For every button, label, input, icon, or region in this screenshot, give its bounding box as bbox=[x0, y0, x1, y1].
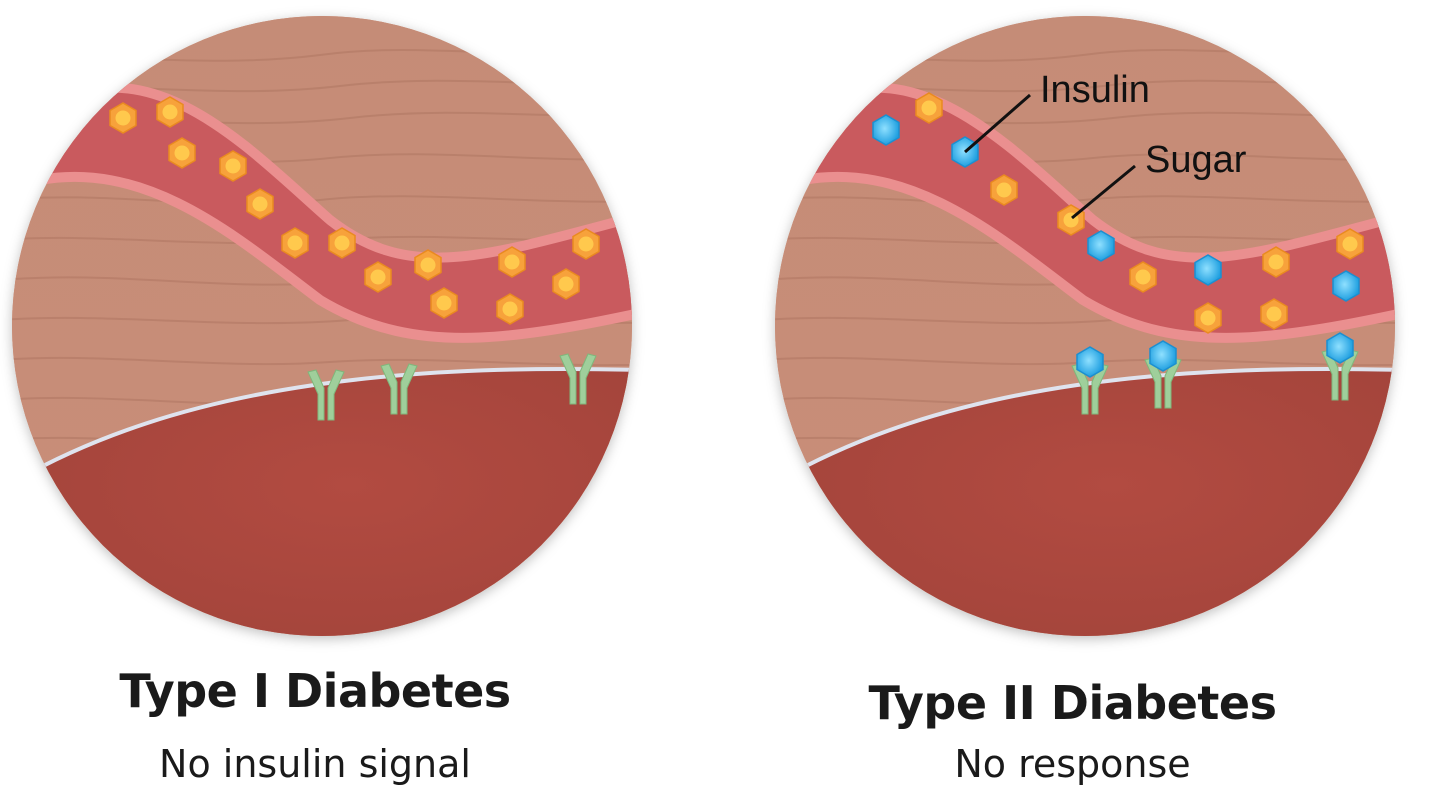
type1-panel bbox=[12, 16, 632, 636]
sugar-molecule bbox=[1262, 246, 1290, 278]
type1-title: Type I Diabetes bbox=[119, 664, 511, 718]
sugar-molecule bbox=[168, 137, 196, 169]
insulin-molecule bbox=[1076, 346, 1104, 378]
sugar-molecule bbox=[1194, 302, 1222, 334]
sugar-molecule bbox=[109, 102, 137, 134]
sugar-molecule bbox=[1336, 228, 1364, 260]
type2-molecules bbox=[872, 92, 1364, 415]
type2-subtitle: No response bbox=[954, 742, 1191, 786]
sugar-molecule bbox=[572, 228, 600, 260]
sugar-molecule bbox=[915, 92, 943, 124]
sugar-molecule bbox=[498, 246, 526, 278]
blood-vessel-wall-top bbox=[800, 82, 1395, 263]
sugar-molecule bbox=[281, 227, 309, 259]
insulin-receptor bbox=[380, 363, 418, 415]
type1-molecules bbox=[109, 96, 600, 421]
sugar-molecule bbox=[364, 261, 392, 293]
insulin-molecule bbox=[1087, 230, 1115, 262]
type1-subtitle: No insulin signal bbox=[159, 742, 471, 786]
sugar-molecule bbox=[496, 293, 524, 325]
insulin-molecule bbox=[1332, 270, 1360, 302]
type2-title: Type II Diabetes bbox=[868, 676, 1277, 730]
sugar-molecule bbox=[219, 150, 247, 182]
insulin-molecule bbox=[1326, 332, 1354, 364]
sugar-molecule bbox=[430, 287, 458, 319]
insulin-callout-line bbox=[964, 93, 1031, 154]
insulin-molecule bbox=[1194, 254, 1222, 286]
blood-vessel-wall-bottom bbox=[802, 171, 1395, 343]
sugar-molecule bbox=[246, 188, 274, 220]
sugar-molecule bbox=[328, 227, 356, 259]
sugar-molecule bbox=[990, 174, 1018, 206]
insulin-molecule bbox=[872, 114, 900, 146]
blood-vessel bbox=[40, 87, 632, 338]
insulin-label: Insulin bbox=[1040, 69, 1150, 111]
sugar-molecule bbox=[156, 96, 184, 128]
blood-vessel-wall-top bbox=[37, 82, 632, 263]
sugar-molecule bbox=[414, 249, 442, 281]
callouts: Insulin Sugar bbox=[964, 69, 1247, 220]
insulin-molecule bbox=[1149, 340, 1177, 372]
sugar-molecule bbox=[552, 268, 580, 300]
sugar-callout-line bbox=[1071, 164, 1136, 220]
sugar-molecule bbox=[1260, 298, 1288, 330]
blood-vessel-wall-bottom bbox=[39, 171, 632, 343]
insulin-receptor bbox=[559, 353, 597, 405]
sugar-label: Sugar bbox=[1145, 139, 1247, 181]
insulin-receptor bbox=[307, 369, 345, 421]
sugar-molecule bbox=[1129, 261, 1157, 293]
